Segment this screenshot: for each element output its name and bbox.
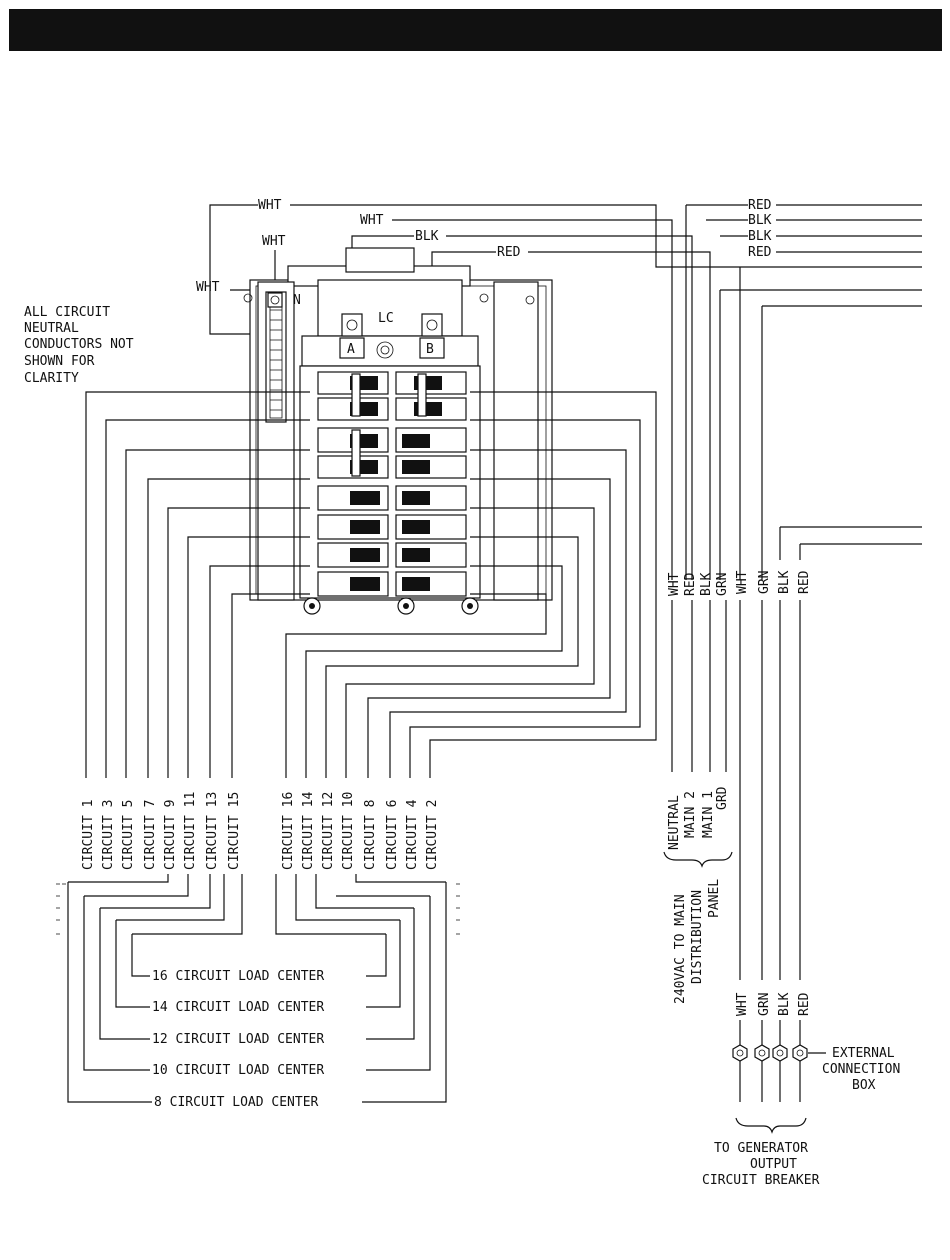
main-panel-line-3: PANEL [707, 879, 722, 918]
generator-breaker-line-3: CIRCUIT BREAKER [702, 1173, 820, 1188]
label-wht-3: WHT [262, 234, 286, 249]
circuit-labels-left: CIRCUIT 1 CIRCUIT 3 CIRCUIT 5 CIRCUIT 7 … [81, 792, 242, 870]
circuit-15-label: CIRCUIT 15 [227, 792, 242, 870]
lower-right-wires [663, 600, 801, 980]
circuit-10-label: CIRCUIT 10 [341, 792, 356, 870]
load-center-8: 8 CIRCUIT LOAD CENTER [154, 1095, 319, 1110]
panel-wire-red: RED [683, 572, 698, 596]
note-line-1: ALL CIRCUIT [24, 305, 110, 320]
main-2: MAIN 2 [683, 791, 698, 838]
main-1: MAIN 1 [701, 791, 716, 838]
note-line-5: CLARITY [24, 371, 79, 386]
note-line-3: CONDUCTORS NOT [24, 337, 134, 352]
label-blk-top-2: BLK [748, 229, 772, 244]
label-blk-top: BLK [748, 213, 772, 228]
main-labels: NEUTRAL MAIN 2 MAIN 1 GRD [667, 786, 730, 850]
label-b: B [426, 342, 434, 357]
gen-wire-bottom-red: RED [797, 992, 812, 1016]
label-wht-2: WHT [360, 213, 384, 228]
load-center-14: 14 CIRCUIT LOAD CENTER [152, 1000, 324, 1015]
external-box-line-2: CONNECTION [822, 1062, 900, 1077]
label-wht-4: WHT [196, 280, 220, 295]
circuit-11-label: CIRCUIT 11 [183, 792, 198, 870]
circuit-4-label: CIRCUIT 4 [405, 799, 420, 870]
circuit-12-label: CIRCUIT 12 [321, 792, 336, 870]
generator-wire-labels-top: WHT GRN BLK RED [735, 570, 812, 594]
generator-breaker-line-2: OUTPUT [750, 1157, 797, 1172]
top-wires [209, 204, 922, 580]
circuit-7-label: CIRCUIT 7 [143, 800, 158, 870]
note-line-2: NEUTRAL [24, 321, 79, 336]
gen-wire-grn: GRN [757, 571, 772, 594]
label-n: N [293, 293, 301, 308]
label-blk-1: BLK [415, 229, 439, 244]
gen-wire-red: RED [797, 570, 812, 594]
panel-wire-blk: BLK [699, 572, 714, 596]
gen-wire-bottom-grn: GRN [757, 993, 772, 1016]
main-panel-label: 240VAC TO MAIN DISTRIBUTION PANEL [673, 879, 722, 1004]
load-center-16: 16 CIRCUIT LOAD CENTER [152, 969, 324, 984]
gen-wire-wht: WHT [735, 570, 750, 594]
external-box-line-3: BOX [852, 1078, 876, 1093]
note-line-4: SHOWN FOR [24, 354, 95, 369]
gen-wire-bottom-blk: BLK [777, 992, 792, 1016]
load-center-10: 10 CIRCUIT LOAD CENTER [152, 1063, 324, 1078]
circuit-8-label: CIRCUIT 8 [363, 800, 378, 870]
label-a: A [347, 342, 355, 357]
gen-wire-blk: BLK [777, 570, 792, 594]
gen-wire-bottom-wht: WHT [735, 992, 750, 1016]
main-panel-line-1: 240VAC TO MAIN [673, 894, 688, 1004]
circuit-14-label: CIRCUIT 14 [301, 792, 316, 870]
generator-breaker-line-1: TO GENERATOR [714, 1141, 808, 1156]
circuit-wires [85, 391, 657, 778]
circuit-2-label: CIRCUIT 2 [425, 800, 440, 870]
circuit-5-label: CIRCUIT 5 [121, 800, 136, 870]
label-lc: LC [378, 311, 394, 326]
circuit-16-label: CIRCUIT 16 [281, 792, 296, 870]
clarity-note: ALL CIRCUIT NEUTRAL CONDUCTORS NOT SHOWN… [24, 305, 134, 386]
circuit-6-label: CIRCUIT 6 [385, 800, 400, 870]
label-wht-1: WHT [258, 198, 282, 213]
header-bar [9, 9, 942, 51]
external-box-line-1: EXTERNAL [832, 1046, 895, 1061]
circuit-3-label: CIRCUIT 3 [101, 800, 116, 870]
generator-wire-labels-bottom: WHT GRN BLK RED [735, 992, 812, 1016]
label-red-1: RED [497, 245, 521, 260]
panel-wire-grn: GRN [715, 573, 730, 596]
load-center-12: 12 CIRCUIT LOAD CENTER [152, 1032, 324, 1047]
circuit-9-label: CIRCUIT 9 [163, 800, 178, 870]
main-grd: GRD [715, 786, 730, 810]
circuit-labels-right: CIRCUIT 16 CIRCUIT 14 CIRCUIT 12 CIRCUIT… [281, 792, 440, 870]
panel-wire-wht: WHT [667, 572, 682, 596]
label-red-top-2: RED [748, 245, 772, 260]
label-red-top: RED [748, 198, 772, 213]
load-center-brackets [56, 874, 460, 1103]
circuit-1-label: CIRCUIT 1 [81, 800, 96, 870]
circuit-13-label: CIRCUIT 13 [205, 792, 220, 870]
main-neutral: NEUTRAL [667, 795, 682, 850]
external-connection-terminals [732, 1020, 826, 1134]
main-panel-line-2: DISTRIBUTION [690, 890, 705, 984]
panel-wire-labels: WHT RED BLK GRN [667, 572, 730, 596]
load-center-panel [243, 247, 553, 615]
